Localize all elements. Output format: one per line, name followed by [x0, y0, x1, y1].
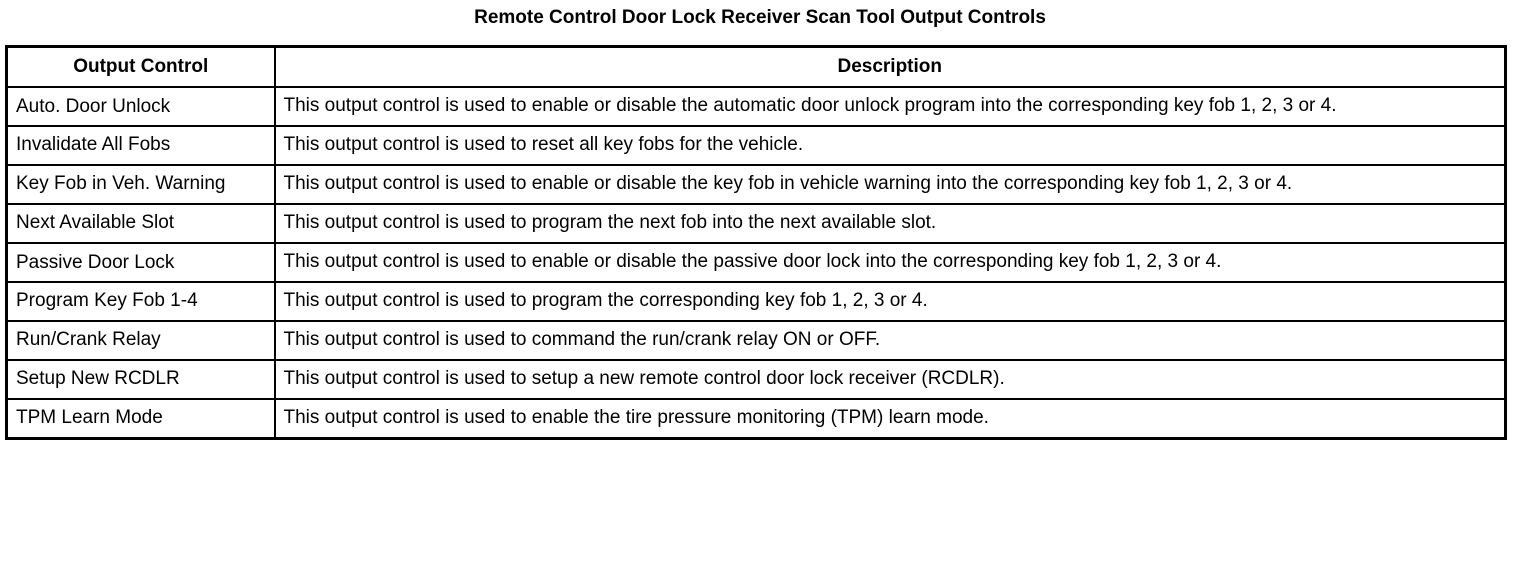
output-control-description: This output control is used to program t…: [283, 212, 937, 233]
output-control-description: This output control is used to enable or…: [283, 173, 1293, 194]
cell-output-control: Key Fob in Veh. Warning: [5, 164, 276, 205]
cell-description: This output control is used to program t…: [273, 203, 1507, 244]
cell-output-control: Program Key Fob 1-4: [5, 281, 276, 322]
table-row: Run/Crank Relay This output control is us…: [5, 320, 1507, 361]
output-controls-table: Output Control Description Auto. Door Un…: [5, 45, 1507, 440]
table-row: Program Key Fob 1-4 This output control i…: [5, 281, 1507, 322]
cell-output-control: Invalidate All Fobs: [5, 125, 276, 166]
output-control-description: This output control is used to program t…: [283, 290, 928, 311]
output-control-name: Next Available Slot: [16, 212, 175, 233]
table-row: Invalidate All Fobs This output control i…: [5, 125, 1507, 166]
table-row: Setup New RCDLR This output control is us…: [5, 359, 1507, 400]
cell-description: This output control is used to command t…: [273, 320, 1507, 361]
table-row: Next Available Slot This output control i…: [5, 203, 1507, 244]
output-control-description: This output control is used to enable or…: [283, 95, 1337, 116]
output-control-name: Key Fob in Veh. Warning: [16, 173, 226, 194]
output-control-description: This output control is used to command t…: [283, 329, 881, 350]
output-control-name: Setup New RCDLR: [16, 368, 180, 389]
cell-description: This output control is used to program t…: [273, 281, 1507, 322]
output-control-description: This output control is used to enable or…: [283, 251, 1222, 272]
cell-description: This output control is used to enable th…: [273, 398, 1507, 440]
output-control-name: Program Key Fob 1-4: [16, 290, 198, 311]
table-row: Passive Door Lock This output control is …: [5, 242, 1507, 283]
cell-description: This output control is used to setup a n…: [273, 359, 1507, 400]
cell-output-control: Auto. Door Unlock: [5, 86, 276, 127]
cell-output-control: Run/Crank Relay: [5, 320, 276, 361]
table-header-row: Output Control Description: [5, 45, 1507, 88]
table-row: Key Fob in Veh. Warning This output contr…: [5, 164, 1507, 205]
output-control-description: This output control is used to enable th…: [283, 407, 989, 428]
column-header-output-control: Output Control: [5, 45, 276, 88]
cell-output-control: Next Available Slot: [5, 203, 276, 244]
table-row: Auto. Door Unlock This output control is …: [5, 86, 1507, 127]
cell-description: This output control is used to enable or…: [273, 86, 1507, 127]
cell-description: This output control is used to enable or…: [273, 242, 1507, 283]
output-control-name: Auto. Door Unlock: [16, 95, 171, 117]
table-row: TPM Learn Mode This output control is use…: [5, 398, 1507, 440]
output-control-name: Run/Crank Relay: [16, 329, 161, 350]
cell-output-control: Setup New RCDLR: [5, 359, 276, 400]
column-header-description: Description: [273, 45, 1507, 88]
cell-output-control: TPM Learn Mode: [5, 398, 276, 440]
page-title: Remote Control Door Lock Receiver Scan T…: [474, 7, 1046, 28]
output-controls-table-container: Output Control Description Auto. Door Un…: [5, 45, 1507, 440]
output-control-description: This output control is used to setup a n…: [283, 368, 1005, 389]
output-control-name: Invalidate All Fobs: [16, 134, 171, 155]
table-header: Output Control Description: [5, 45, 1507, 88]
cell-description: This output control is used to enable or…: [273, 164, 1507, 205]
output-control-name: TPM Learn Mode: [16, 407, 163, 428]
cell-output-control: Passive Door Lock: [5, 242, 276, 283]
output-control-name: Passive Door Lock: [16, 251, 175, 273]
output-control-description: This output control is used to reset all…: [283, 134, 804, 155]
cell-description: This output control is used to reset all…: [273, 125, 1507, 166]
